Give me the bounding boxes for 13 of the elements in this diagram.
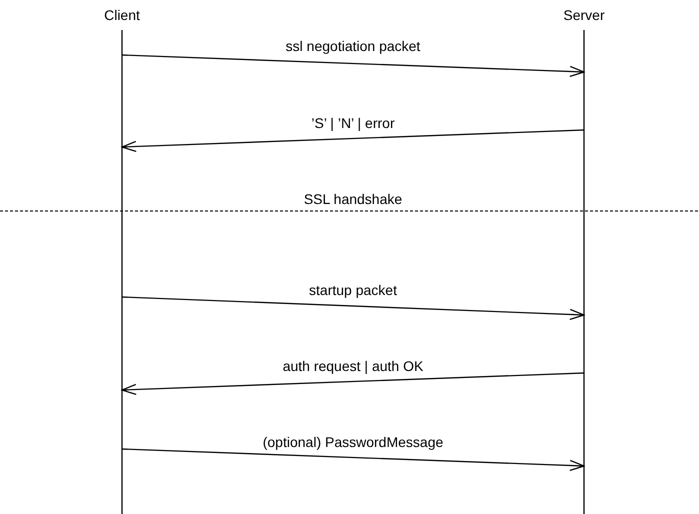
message-label: startup packet <box>309 282 397 298</box>
message-label: ’S’ | ’N’ | error <box>311 115 395 131</box>
section-label: SSL handshake <box>304 191 402 207</box>
message-arrow <box>122 448 585 472</box>
participant-label: Client <box>104 7 140 23</box>
message-arrow <box>122 296 585 320</box>
message-arrow <box>122 54 585 78</box>
message-label: ssl negotiation packet <box>286 38 420 54</box>
message-label: auth request | auth OK <box>282 358 424 374</box>
message-label: (optional) PasswordMessage <box>262 434 444 450</box>
message-arrow <box>121 129 584 152</box>
message-arrow <box>121 372 584 396</box>
participant-label: Server <box>563 7 605 23</box>
